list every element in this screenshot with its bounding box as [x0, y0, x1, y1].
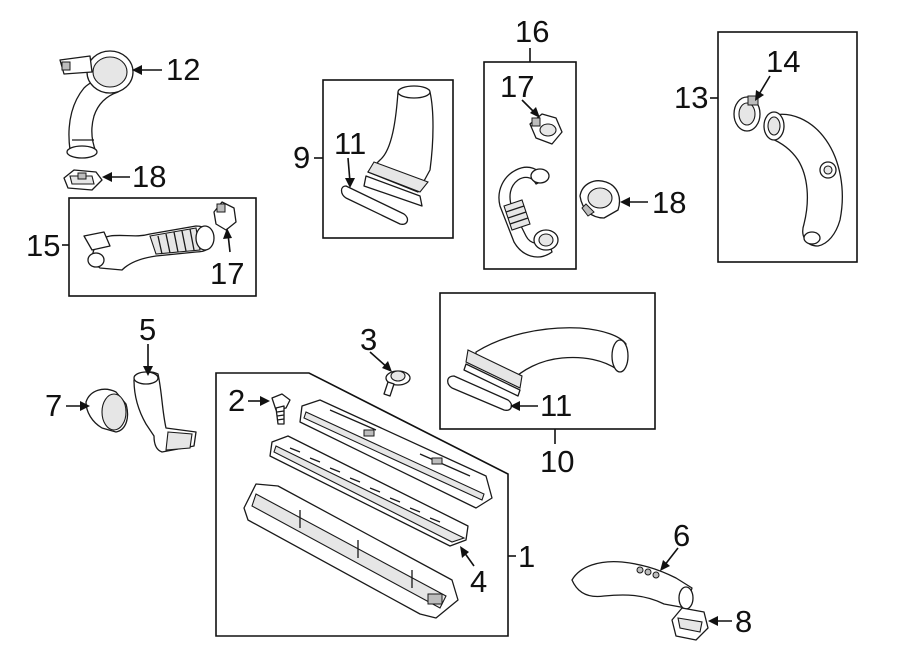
group-box-1: [215, 372, 509, 637]
group-box-13: [717, 31, 858, 263]
duct-part-13: [763, 111, 843, 247]
cap-part-8: [671, 607, 709, 641]
intake-elbow-part-12: [59, 50, 134, 159]
duct-part-10: [463, 327, 629, 397]
callout-3: 3: [360, 322, 377, 357]
clamp-part-17-box16: [529, 113, 563, 145]
duct-part-9: [363, 85, 434, 207]
callout-14: 14: [766, 44, 800, 79]
group-box-15: [68, 197, 257, 297]
callout-18-left: 18: [132, 159, 166, 194]
leader-lines: [62, 48, 771, 626]
callout-18-right: 18: [652, 185, 686, 220]
intake-tube-part-15: [83, 225, 215, 271]
housing-cover-part-1: [299, 399, 493, 509]
seal-part-11-box10: [447, 375, 513, 411]
callout-10: 10: [540, 444, 574, 479]
duct-part-6: [571, 560, 694, 610]
hose-assembly-part-16: [498, 166, 559, 258]
callout-16: 16: [515, 14, 549, 49]
seal-part-11-box9: [340, 185, 409, 225]
callout-6: 6: [673, 518, 690, 553]
callout-9: 9: [293, 140, 310, 175]
bolt-part-3: [383, 370, 411, 397]
clamp-part-14: [733, 95, 761, 132]
callout-15: 15: [26, 228, 60, 263]
air-filter-part-4: [269, 435, 469, 547]
housing-base-part-1: [243, 483, 459, 619]
callout-17-left: 17: [210, 256, 244, 291]
clamp-part-18-left: [63, 169, 103, 191]
callout-11-box10: 11: [540, 388, 572, 423]
callout-13: 13: [674, 80, 708, 115]
group-box-9: [322, 79, 454, 239]
group-box-10: [439, 292, 656, 430]
clamp-part-18-right: [579, 180, 621, 219]
callout-2: 2: [228, 383, 245, 418]
screw-part-2: [271, 393, 291, 425]
callout-7: 7: [45, 388, 62, 423]
inlet-duct-part-5: [133, 371, 197, 453]
callout-1: 1: [518, 539, 535, 574]
cap-part-7: [85, 388, 129, 433]
callout-12: 12: [166, 52, 200, 87]
clamp-part-17-left: [213, 201, 237, 231]
callout-4: 4: [470, 564, 487, 599]
callout-5: 5: [139, 312, 156, 347]
callout-8: 8: [735, 604, 752, 639]
callout-11-box9: 11: [334, 126, 366, 161]
callout-17-box16: 17: [500, 69, 534, 104]
